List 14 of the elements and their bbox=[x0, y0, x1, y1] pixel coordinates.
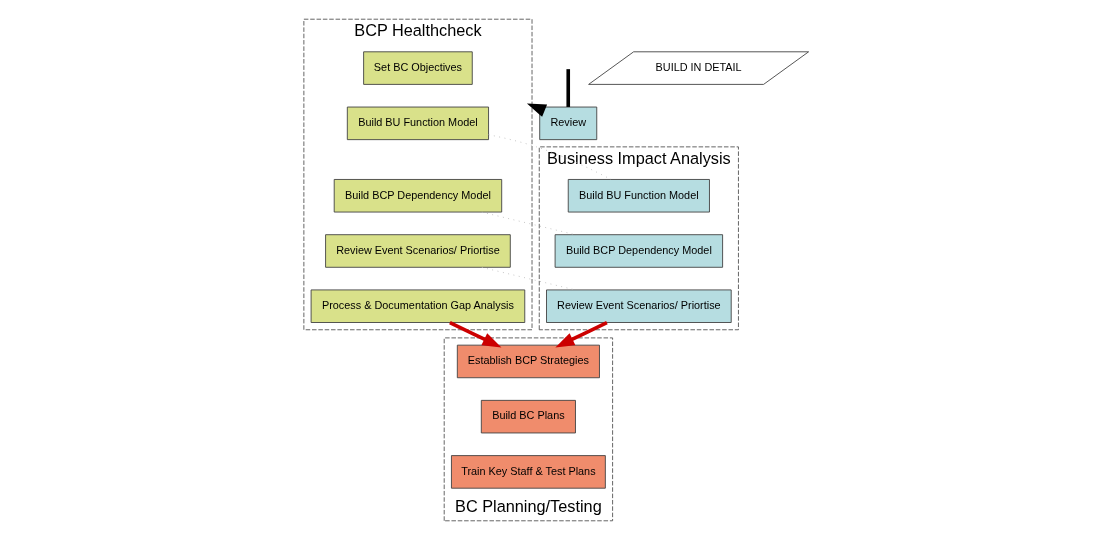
connector bbox=[565, 69, 570, 107]
arrow bbox=[554, 320, 608, 348]
node-box: Establish BCP Strategies bbox=[456, 344, 600, 379]
node-box: Set BC Objectives bbox=[362, 51, 473, 85]
node-box: Build BCP Dependency Model bbox=[554, 234, 723, 268]
connector bbox=[487, 134, 611, 180]
node-box: Review Event Scenarios/ Priortise bbox=[545, 289, 732, 323]
node-box: Build BU Function Model bbox=[346, 106, 489, 141]
node-box: Review Event Scenarios/ Priortise bbox=[324, 234, 511, 268]
node-box: Process & Documentation Gap Analysis bbox=[310, 289, 525, 323]
node-box: Train Key Staff & Test Plans bbox=[450, 455, 606, 489]
node-box: Build BU Function Model bbox=[567, 179, 710, 213]
node-box: Build BC Plans bbox=[480, 399, 576, 434]
node-box: Build BCP Dependency Model bbox=[333, 179, 502, 213]
